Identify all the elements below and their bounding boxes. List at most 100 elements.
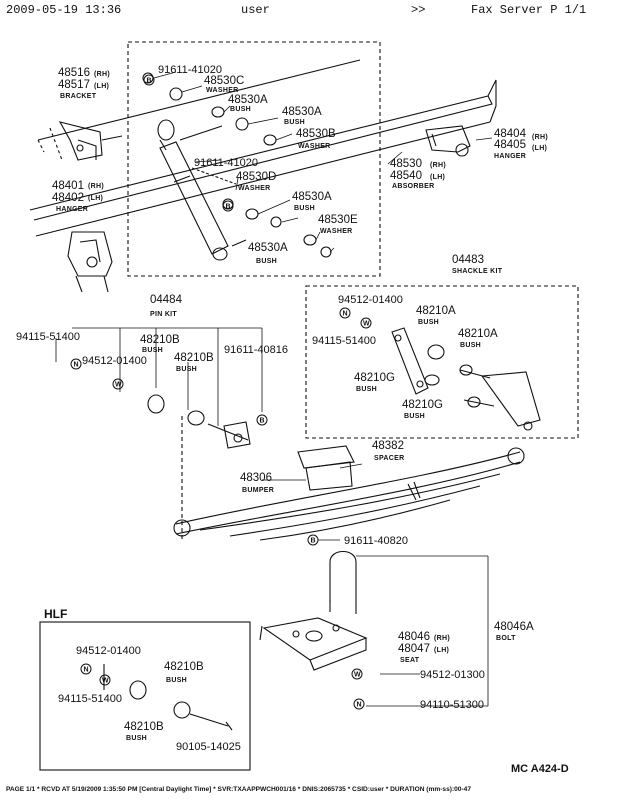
label-48047: 48047	[398, 643, 430, 655]
label-bush-a2: BUSH	[284, 119, 305, 126]
symbol-n-4: N	[84, 667, 89, 674]
label-48530a-1: 48530A	[228, 94, 268, 106]
label-48046: 48046	[398, 631, 430, 643]
label-hanger-left: HANGER	[56, 206, 88, 213]
label-shackle-kit: SHACKLE KIT	[452, 268, 503, 275]
label-48402: 48402	[52, 192, 84, 204]
spring-seat-part	[259, 617, 368, 671]
label-91611-40820: 91611-40820	[344, 535, 408, 547]
label-lh-3: (LH)	[532, 145, 547, 152]
label-rh-1: (RH)	[94, 71, 110, 78]
shackle-kit-parts	[391, 327, 541, 431]
fax-user: user	[241, 3, 270, 17]
label-bolt: BOLT	[496, 635, 516, 642]
label-48210a-1: 48210A	[416, 305, 456, 317]
bracket-part	[49, 121, 123, 161]
label-48516: 48516	[58, 67, 90, 79]
label-rh-2: (RH)	[88, 183, 104, 190]
label-48530: 48530	[390, 158, 422, 170]
label-48210g-1: 48210G	[354, 372, 395, 384]
label-washer-b: WASHER	[298, 143, 331, 150]
symbol-w-2: W	[115, 382, 122, 389]
symbol-n-1: N	[343, 311, 348, 318]
label-bush-h2: BUSH	[126, 735, 147, 742]
label-spacer: SPACER	[374, 455, 404, 462]
label-absorber: ABSORBER	[392, 183, 434, 190]
symbol-b-4: B	[311, 538, 316, 545]
label-48306: 48306	[240, 472, 272, 484]
label-washer-e: WASHER	[320, 228, 353, 235]
symbol-n-3: N	[357, 702, 362, 709]
spacer-bumper-parts	[297, 445, 355, 491]
label-lh-2: (LH)	[88, 195, 103, 202]
label-pin-kit: PIN KIT	[150, 311, 177, 318]
label-bumper: BUMPER	[242, 487, 274, 494]
symbol-w-4: W	[102, 678, 109, 685]
label-48405: 48405	[494, 139, 526, 151]
pin-kit-bracket-lines	[55, 327, 263, 426]
upper-leader-lines	[153, 71, 493, 253]
label-bush-s4: BUSH	[404, 413, 425, 420]
label-seat: SEAT	[400, 657, 420, 664]
shock-absorber-part	[157, 119, 247, 261]
label-lh-5: (LH)	[434, 647, 449, 654]
label-rh-3: (RH)	[532, 134, 548, 141]
label-lh-4: (LH)	[430, 174, 445, 181]
pin-kit-parts	[147, 394, 251, 540]
leaf-spring-part	[173, 447, 525, 541]
label-94512-01400-a: 94512-01400	[338, 294, 403, 306]
label-48210a-2: 48210A	[458, 328, 498, 340]
hlf-box	[39, 621, 251, 771]
label-48530a-2: 48530A	[282, 106, 322, 118]
hanger-left-part	[67, 231, 113, 293]
fax-server-page: Fax Server P 1/1	[471, 3, 587, 17]
label-bush-s3: BUSH	[356, 386, 377, 393]
label-48210b-4: 48210B	[124, 721, 164, 733]
label-94512-01300: 94512-01300	[420, 669, 485, 681]
label-94512-01400-c: 94512-01400	[76, 645, 141, 657]
label-washer-c: WASHER	[206, 87, 239, 94]
frame-rail	[29, 59, 497, 237]
label-bracket: BRACKET	[60, 93, 97, 100]
symbol-b-3: B	[260, 418, 265, 425]
label-04483: 04483	[452, 254, 484, 266]
label-48210b-3: 48210B	[164, 661, 204, 673]
label-91611-41020-a: 91611-41020	[158, 64, 222, 76]
label-48210g-2: 48210G	[402, 399, 443, 411]
label-rh-5: (RH)	[434, 635, 450, 642]
label-48540: 48540	[390, 170, 422, 182]
label-91611-41020-b: 91611-41020	[194, 157, 258, 169]
label-48210b-2: 48210B	[174, 352, 214, 364]
symbol-w-1: W	[363, 321, 370, 328]
label-48404: 48404	[494, 128, 527, 140]
hlf-parts	[103, 664, 233, 731]
label-48210b-1: 48210B	[140, 334, 180, 346]
label-94115-51400-b: 94115-51400	[16, 331, 80, 343]
label-bush-p1: BUSH	[142, 347, 163, 354]
label-90105-14025: 90105-14025	[176, 741, 241, 753]
hanger-right-part	[425, 125, 471, 157]
label-hanger-right: HANGER	[494, 153, 526, 160]
symbol-b-1: B	[147, 78, 152, 85]
u-bolt-part	[329, 550, 357, 614]
label-48401: 48401	[52, 180, 84, 192]
label-48530a-3: 48530A	[292, 191, 332, 203]
label-48530d: 48530D	[236, 171, 276, 183]
shackle-kit-box	[305, 285, 579, 439]
label-94115-51400-c: 94115-51400	[58, 693, 122, 705]
diagram-code: MC A424-D	[511, 763, 569, 775]
fax-footer: PAGE 1/1 * RCVD AT 5/19/2009 1:35:50 PM …	[6, 786, 472, 793]
fax-datetime: 2009-05-19 13:36	[6, 3, 122, 17]
label-48530a-4: 48530A	[248, 242, 288, 254]
label-bush-a4: BUSH	[256, 258, 277, 265]
symbol-w-3: W	[354, 672, 361, 679]
label-94115-51400-a: 94115-51400	[312, 335, 376, 347]
label-48530b: 48530B	[296, 128, 336, 140]
label-hlf: HLF	[44, 607, 67, 621]
label-lh-1: (LH)	[94, 83, 109, 90]
label-bush-a1: BUSH	[230, 106, 251, 113]
label-washer-d: WASHER	[238, 185, 271, 192]
label-48046a: 48046A	[494, 621, 534, 633]
fax-header: 2009-05-19 13:36 user >> Fax Server P 1/…	[0, 0, 629, 22]
label-04484: 04484	[150, 294, 183, 306]
